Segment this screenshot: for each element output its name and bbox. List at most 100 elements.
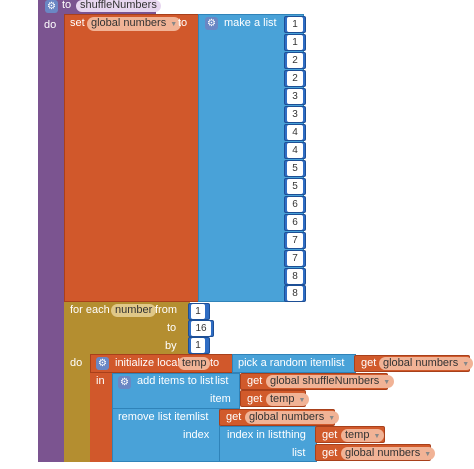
get-label: get bbox=[247, 375, 263, 387]
get-label: get bbox=[322, 447, 338, 459]
item-variable-text: temp bbox=[270, 393, 295, 405]
make-list-label: make a list bbox=[224, 17, 277, 29]
index-list-variable-text: global numbers bbox=[345, 447, 421, 459]
number-block[interactable]: 1 bbox=[284, 16, 306, 33]
number-value[interactable]: 1 bbox=[287, 17, 303, 32]
make-list-gear-icon[interactable]: ⚙ bbox=[205, 17, 218, 30]
number-value[interactable]: 6 bbox=[287, 197, 303, 212]
get-label: get bbox=[322, 429, 338, 441]
for-each-label: for each bbox=[70, 304, 110, 316]
get-label: get bbox=[226, 411, 242, 423]
number-block[interactable]: 3 bbox=[284, 106, 306, 123]
remove-list-item-label: remove list item bbox=[118, 411, 196, 423]
to-label: to bbox=[167, 322, 177, 334]
local-variable-field[interactable]: temp bbox=[178, 357, 211, 370]
dropdown-arrow-icon: ▼ bbox=[462, 361, 470, 368]
add-items-item-label: item bbox=[210, 393, 231, 405]
get-label: get bbox=[361, 357, 377, 369]
procedure-to-label: to bbox=[62, 0, 72, 11]
procedure-name-field[interactable]: shuffleNumbers bbox=[76, 0, 161, 12]
number-block[interactable]: 7 bbox=[284, 232, 306, 249]
remove-list-variable-text: global numbers bbox=[249, 411, 325, 423]
set-label: set bbox=[70, 17, 85, 29]
thing-variable-text: temp bbox=[345, 429, 370, 441]
number-block[interactable]: 4 bbox=[284, 142, 306, 159]
thing-label: thing bbox=[282, 429, 306, 441]
dropdown-arrow-icon: ▼ bbox=[298, 397, 306, 404]
add-items-list-label: list bbox=[215, 375, 229, 387]
initialize-to-label: to bbox=[210, 357, 220, 369]
procedure-do-label: do bbox=[44, 19, 57, 31]
number-block[interactable]: 5 bbox=[284, 160, 306, 177]
add-list-variable-text: global shuffleNumbers bbox=[270, 375, 380, 387]
number-block[interactable]: 6 bbox=[284, 214, 306, 231]
number-value[interactable]: 2 bbox=[287, 71, 303, 86]
procedure-block[interactable] bbox=[38, 0, 68, 462]
get-label: get bbox=[247, 393, 263, 405]
number-block[interactable]: 4 bbox=[284, 124, 306, 141]
number-block[interactable]: 2 bbox=[284, 70, 306, 87]
for-each-do-label: do bbox=[70, 357, 83, 369]
remove-index-label: index bbox=[183, 429, 210, 441]
number-block[interactable]: 5 bbox=[284, 178, 306, 195]
set-variable-text: global numbers bbox=[91, 17, 167, 29]
initialize-in-label: in bbox=[96, 375, 105, 387]
index-list-label: list bbox=[292, 447, 306, 459]
number-value[interactable]: 1 bbox=[287, 35, 303, 50]
add-list-variable-dropdown[interactable]: global shuffleNumbers▼ bbox=[266, 375, 395, 388]
by-number-block[interactable]: 1 bbox=[188, 337, 210, 354]
number-value[interactable]: 5 bbox=[287, 179, 303, 194]
number-value[interactable]: 8 bbox=[287, 269, 303, 284]
by-number-value[interactable]: 1 bbox=[191, 338, 205, 353]
number-value[interactable]: 3 bbox=[287, 107, 303, 122]
number-value[interactable]: 3 bbox=[287, 89, 303, 104]
dropdown-arrow-icon: ▼ bbox=[328, 415, 336, 422]
add-items-label: add items to list bbox=[137, 375, 214, 387]
number-block[interactable]: 3 bbox=[284, 88, 306, 105]
to-number-value[interactable]: 16 bbox=[191, 321, 211, 336]
number-value[interactable]: 6 bbox=[287, 215, 303, 230]
set-to-label: to bbox=[178, 17, 188, 29]
number-value[interactable]: 4 bbox=[287, 143, 303, 158]
number-block[interactable]: 2 bbox=[284, 52, 306, 69]
initialize-gear-icon[interactable]: ⚙ bbox=[96, 357, 109, 370]
from-number-value[interactable]: 1 bbox=[191, 304, 205, 319]
initialize-local-block[interactable] bbox=[90, 354, 112, 462]
by-label: by bbox=[165, 340, 177, 352]
remove-list-item-block[interactable] bbox=[112, 408, 220, 462]
remove-list-label: list bbox=[195, 411, 209, 423]
random-list-variable-text: global numbers bbox=[383, 357, 459, 369]
thing-variable-dropdown[interactable]: temp▼ bbox=[341, 429, 385, 442]
mutator-gear-icon[interactable]: ⚙ bbox=[45, 0, 58, 13]
dropdown-arrow-icon: ▼ bbox=[170, 21, 178, 28]
workspace-bottom-edge bbox=[0, 462, 474, 469]
number-value[interactable]: 7 bbox=[287, 251, 303, 266]
index-in-list-label: index in list bbox=[227, 429, 282, 441]
item-variable-dropdown[interactable]: temp▼ bbox=[266, 393, 310, 406]
number-value[interactable]: 8 bbox=[287, 286, 303, 301]
number-value[interactable]: 5 bbox=[287, 161, 303, 176]
to-number-block[interactable]: 16 bbox=[188, 320, 214, 337]
number-block[interactable]: 1 bbox=[284, 34, 306, 51]
random-list-variable-dropdown[interactable]: global numbers▼ bbox=[379, 357, 474, 370]
add-items-gear-icon[interactable]: ⚙ bbox=[118, 376, 131, 389]
number-block[interactable]: 8 bbox=[284, 285, 306, 302]
set-global-block[interactable] bbox=[64, 14, 200, 302]
random-list-label: list bbox=[331, 357, 345, 369]
from-number-block[interactable]: 1 bbox=[188, 303, 210, 320]
remove-list-variable-dropdown[interactable]: global numbers▼ bbox=[245, 411, 340, 424]
number-value[interactable]: 2 bbox=[287, 53, 303, 68]
number-value[interactable]: 7 bbox=[287, 233, 303, 248]
index-list-variable-dropdown[interactable]: global numbers▼ bbox=[341, 447, 436, 460]
number-value[interactable]: 4 bbox=[287, 125, 303, 140]
dropdown-arrow-icon: ▼ bbox=[424, 451, 432, 458]
number-block[interactable]: 6 bbox=[284, 196, 306, 213]
initialize-local-label: initialize local bbox=[115, 357, 180, 369]
pick-random-item-label: pick a random item bbox=[238, 357, 331, 369]
set-variable-dropdown[interactable]: global numbers▼ bbox=[87, 17, 182, 31]
number-block[interactable]: 8 bbox=[284, 268, 306, 285]
from-label: from bbox=[155, 304, 177, 316]
number-block[interactable]: 7 bbox=[284, 250, 306, 267]
for-each-variable-field[interactable]: number bbox=[111, 304, 157, 317]
dropdown-arrow-icon: ▼ bbox=[383, 379, 391, 386]
